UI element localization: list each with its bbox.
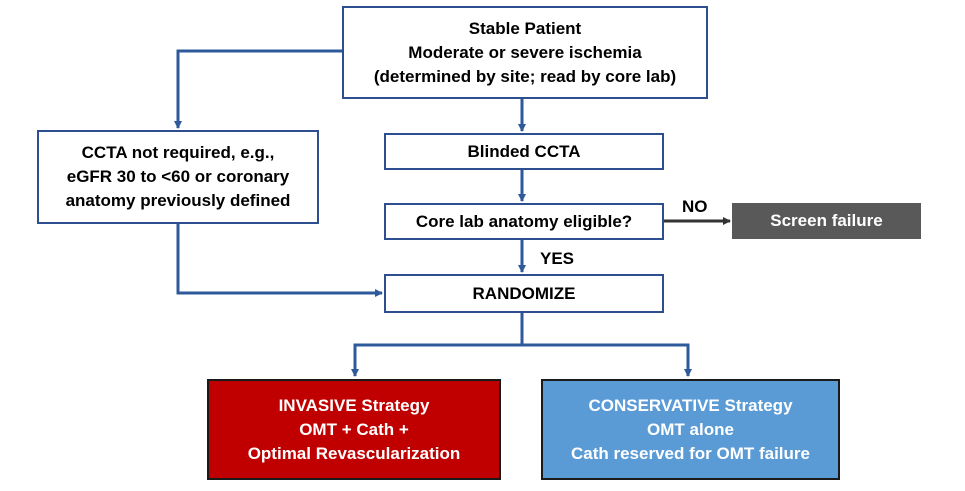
no-label: NO	[682, 197, 708, 216]
conservative-line-3: Cath reserved for OMT failure	[570, 443, 810, 463]
arrow-stable-to-ccta-not-required	[174, 49, 342, 129]
conservative-strategy-box: CONSERVATIVE Strategy OMT alone Cath res…	[541, 379, 840, 480]
stable-patient-line-3: (determined by site; read by core lab)	[373, 66, 677, 86]
ccta-not-required-line-1: CCTA not required, e.g.,	[81, 143, 275, 162]
randomize-box: RANDOMIZE	[384, 274, 664, 313]
blinded-ccta-box: Blinded CCTA	[384, 133, 664, 170]
randomize-label: RANDOMIZE	[472, 283, 576, 303]
yes-label: YES	[540, 249, 575, 268]
screen-failure-box: Screen failure	[732, 203, 921, 239]
core-lab-eligibility-box: Core lab anatomy eligible?	[384, 203, 664, 240]
core-lab-eligibility-label: Core lab anatomy eligible?	[415, 211, 633, 231]
blinded-ccta-label: Blinded CCTA	[467, 141, 581, 161]
invasive-strategy-box: INVASIVE Strategy OMT + Cath + Optimal R…	[207, 379, 501, 480]
ccta-not-required-line-3: anatomy previously defined	[65, 191, 291, 210]
stable-patient-line-2: Moderate or severe ischemia	[408, 42, 642, 62]
invasive-line-2: OMT + Cath +	[299, 419, 409, 439]
arrow-ccta-not-required-to-randomize	[176, 224, 383, 297]
stable-patient-line-1: Stable Patient	[468, 18, 582, 38]
screen-failure-label: Screen failure	[770, 211, 883, 230]
arrow-randomize-split	[351, 313, 524, 377]
arrow-randomize-to-conservative	[522, 343, 692, 377]
conservative-line-2: OMT alone	[647, 419, 734, 439]
ccta-not-required-line-2: eGFR 30 to <60 or coronary	[66, 167, 290, 186]
ccta-not-required-box: CCTA not required, e.g., eGFR 30 to <60 …	[37, 130, 319, 224]
stable-patient-box: Stable Patient Moderate or severe ischem…	[342, 6, 708, 99]
conservative-line-1: CONSERVATIVE Strategy	[588, 395, 793, 415]
invasive-line-3: Optimal Revascularization	[247, 443, 461, 463]
invasive-line-1: INVASIVE Strategy	[278, 395, 430, 415]
